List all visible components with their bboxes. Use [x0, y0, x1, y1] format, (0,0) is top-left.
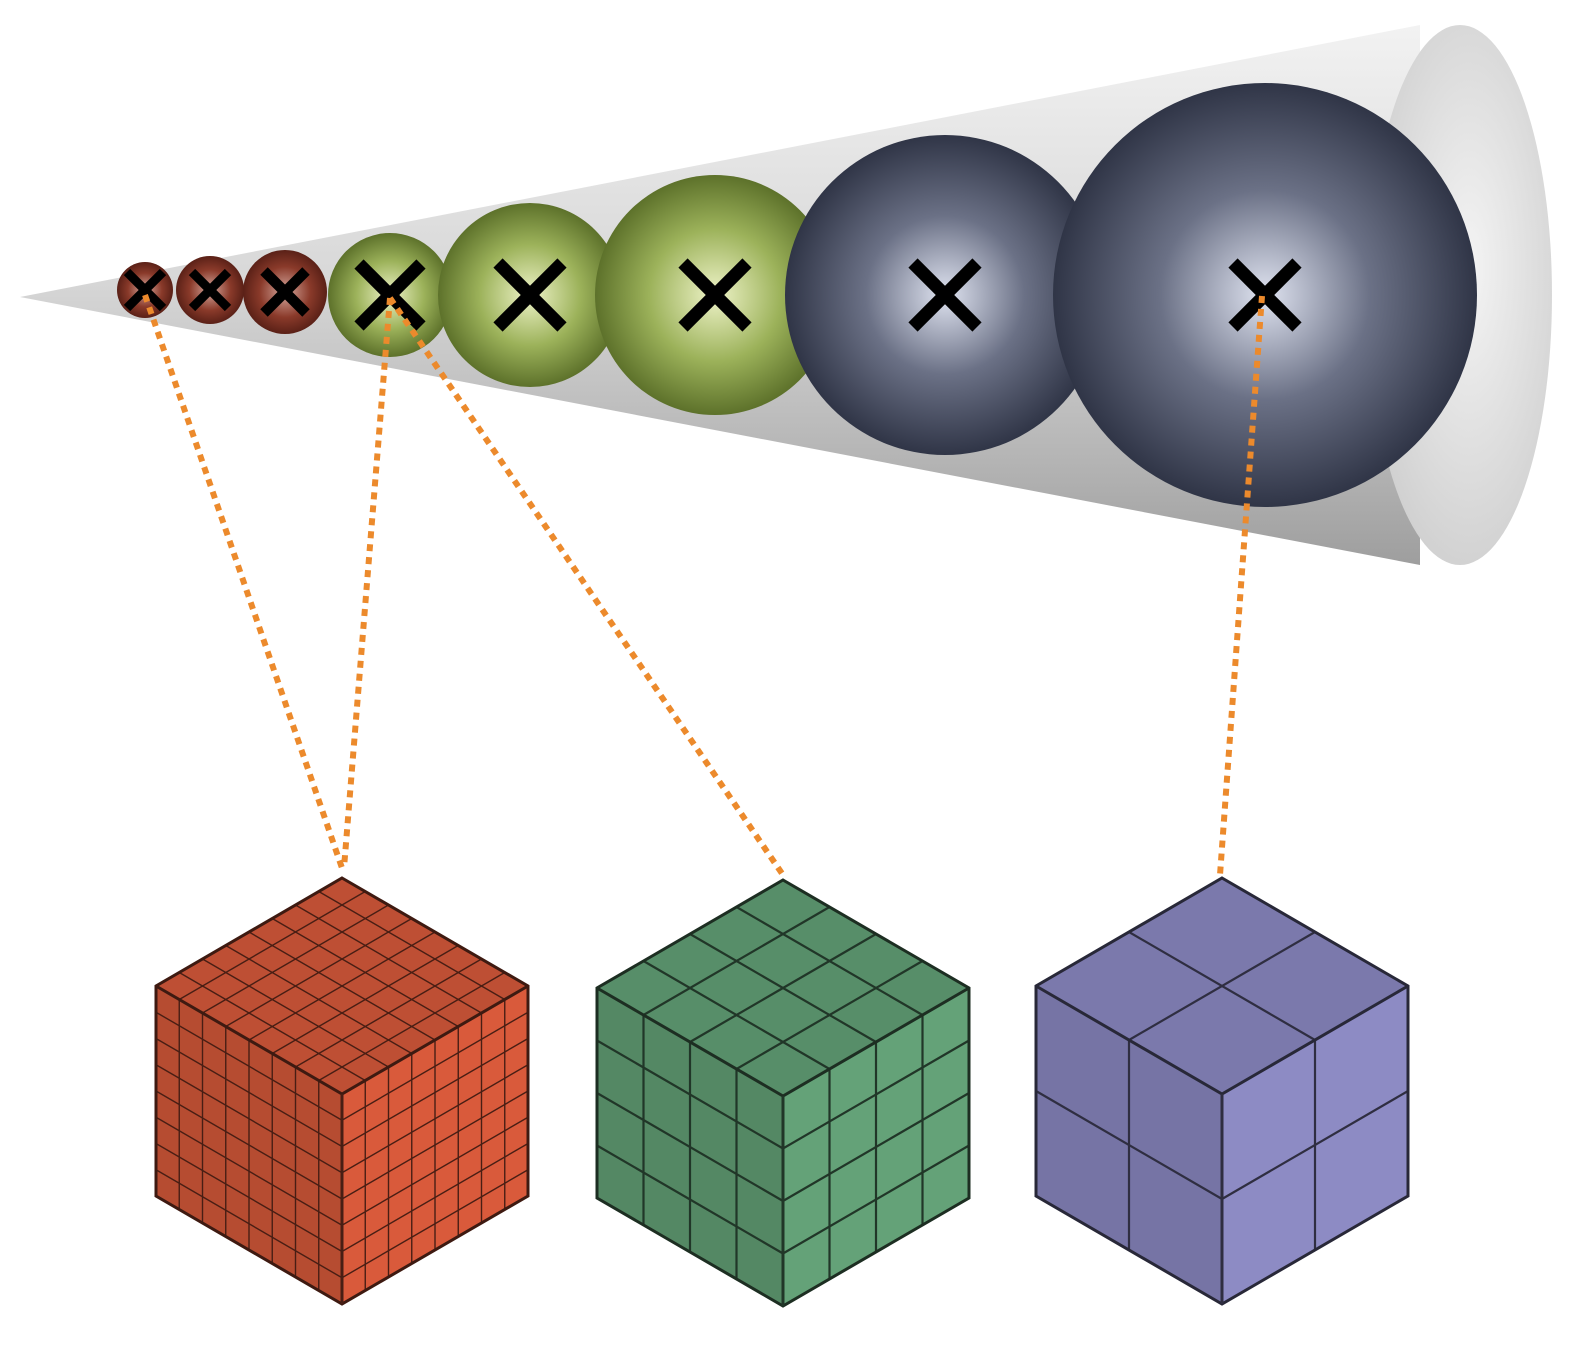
x-mark-icon — [354, 259, 426, 331]
leader-line-4 — [1217, 295, 1265, 876]
green-voxel-grid — [595, 878, 971, 1308]
x-mark-icon — [1228, 258, 1302, 332]
sphere-red-3 — [243, 250, 327, 334]
sphere-red-2 — [176, 256, 244, 324]
x-mark-icon — [908, 258, 982, 332]
x-mark-icon — [260, 267, 310, 317]
sphere-blue-2 — [1053, 83, 1477, 507]
sphere-green-2 — [438, 203, 622, 387]
voxel-cubes — [154, 876, 1410, 1308]
sphere-blue-1 — [785, 135, 1105, 455]
blue-voxel-grid — [1034, 876, 1410, 1306]
x-mark-icon — [188, 268, 232, 312]
leader-line-2 — [341, 297, 393, 869]
sample-spheres — [117, 83, 1477, 507]
x-mark-icon — [123, 268, 167, 312]
sphere-green-1 — [328, 233, 452, 357]
leader-line-1 — [142, 294, 345, 869]
sphere-green-3 — [595, 175, 835, 415]
x-mark-icon — [493, 258, 567, 332]
sphere-red-1 — [117, 262, 173, 318]
red-voxel-grid — [154, 876, 530, 1306]
x-mark-icon — [678, 258, 752, 332]
leader-lines — [142, 294, 1265, 877]
